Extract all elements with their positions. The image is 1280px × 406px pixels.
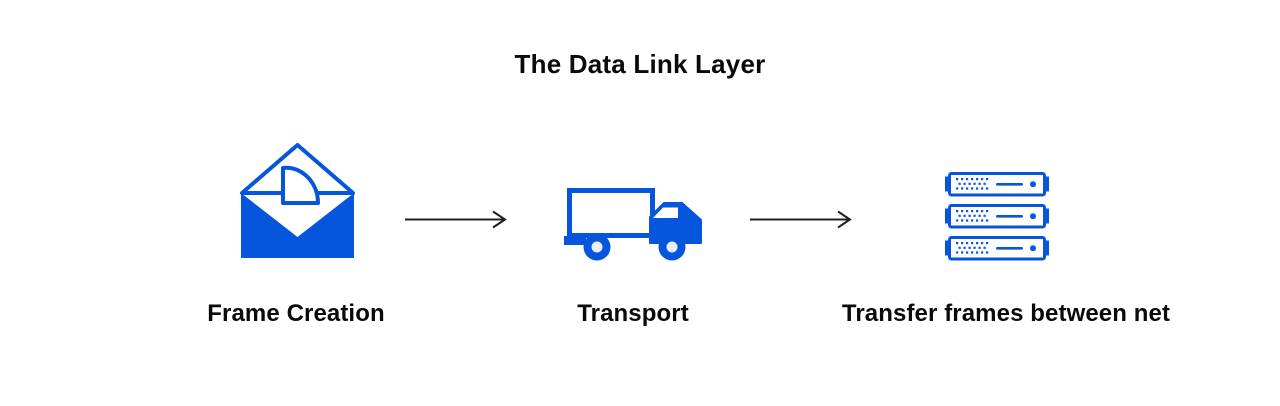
step-label-frame-creation: Frame Creation <box>207 300 385 327</box>
step-label-transfer-frames: Transfer frames between net <box>841 300 1171 327</box>
arrow-right-icon <box>750 210 852 229</box>
envelope-document-icon <box>240 143 355 258</box>
truck-icon <box>564 188 702 261</box>
step-label-transport: Transport <box>577 300 689 327</box>
server-stack-icon <box>945 172 1049 261</box>
arrow-right-icon <box>405 210 507 229</box>
diagram-title: The Data Link Layer <box>514 49 766 79</box>
